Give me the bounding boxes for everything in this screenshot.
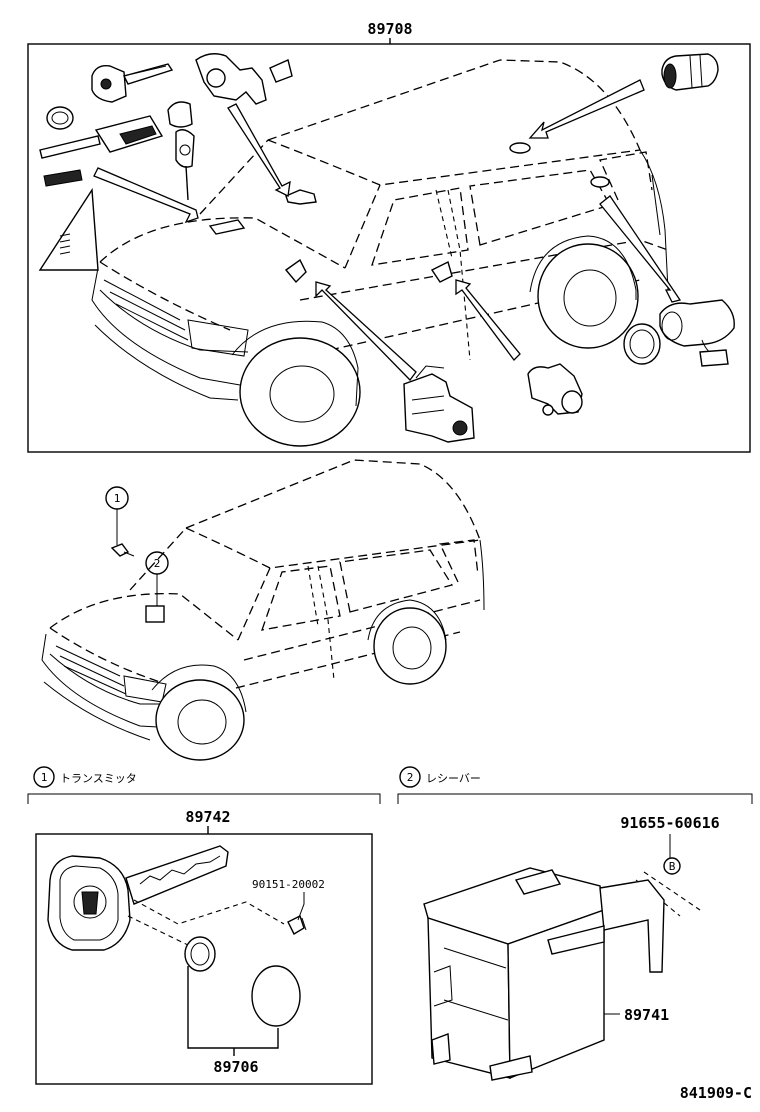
section-2-index: 2 [407, 771, 414, 784]
screw-leader [297, 892, 305, 921]
bolt-number[interactable]: 91655-60616 [620, 814, 719, 832]
section-1-index: 1 [41, 771, 48, 784]
receiver-unit [423, 867, 665, 1081]
callout-2[interactable]: 2 [145, 551, 169, 606]
figure-id: 841909-C [680, 1084, 752, 1102]
battery-bracket-line [187, 966, 279, 1049]
transmitter-frame [35, 833, 373, 1085]
screw-number[interactable]: 90151-20002 [252, 878, 325, 891]
callout-2-label: 2 [154, 557, 161, 570]
svg-text:B: B [669, 860, 676, 873]
suv-illustration-top [91, 59, 669, 447]
battery-cover-number[interactable]: 89706 [213, 1058, 258, 1076]
suv-illustration-middle [41, 459, 485, 761]
pointer-arrows-top [93, 79, 682, 381]
callout-1-label: 1 [114, 492, 121, 505]
transmitter-assembly-number[interactable]: 89742 [185, 808, 230, 826]
component-parts-top [38, 53, 735, 443]
key-guide-line [133, 899, 285, 925]
section-1-caption: トランスミッタ [60, 772, 137, 785]
screw-part [287, 915, 307, 935]
transmitter-key [47, 845, 229, 951]
bolt-marker: B [663, 857, 681, 875]
callout-1[interactable]: 1 [105, 486, 129, 545]
battery-ring [184, 936, 216, 972]
battery-cover [251, 965, 301, 1027]
assembly-frame [27, 43, 751, 453]
assembly-part-number[interactable]: 89708 [367, 20, 412, 38]
section-transmitter-header: 1 トランスミッタ [27, 766, 381, 804]
ring-guide-line [127, 915, 191, 947]
receiver-number[interactable]: 89741 [624, 1006, 669, 1024]
section-2-caption: レシーバー [426, 772, 481, 785]
section-receiver-header: 2 レシーバー [397, 766, 753, 804]
